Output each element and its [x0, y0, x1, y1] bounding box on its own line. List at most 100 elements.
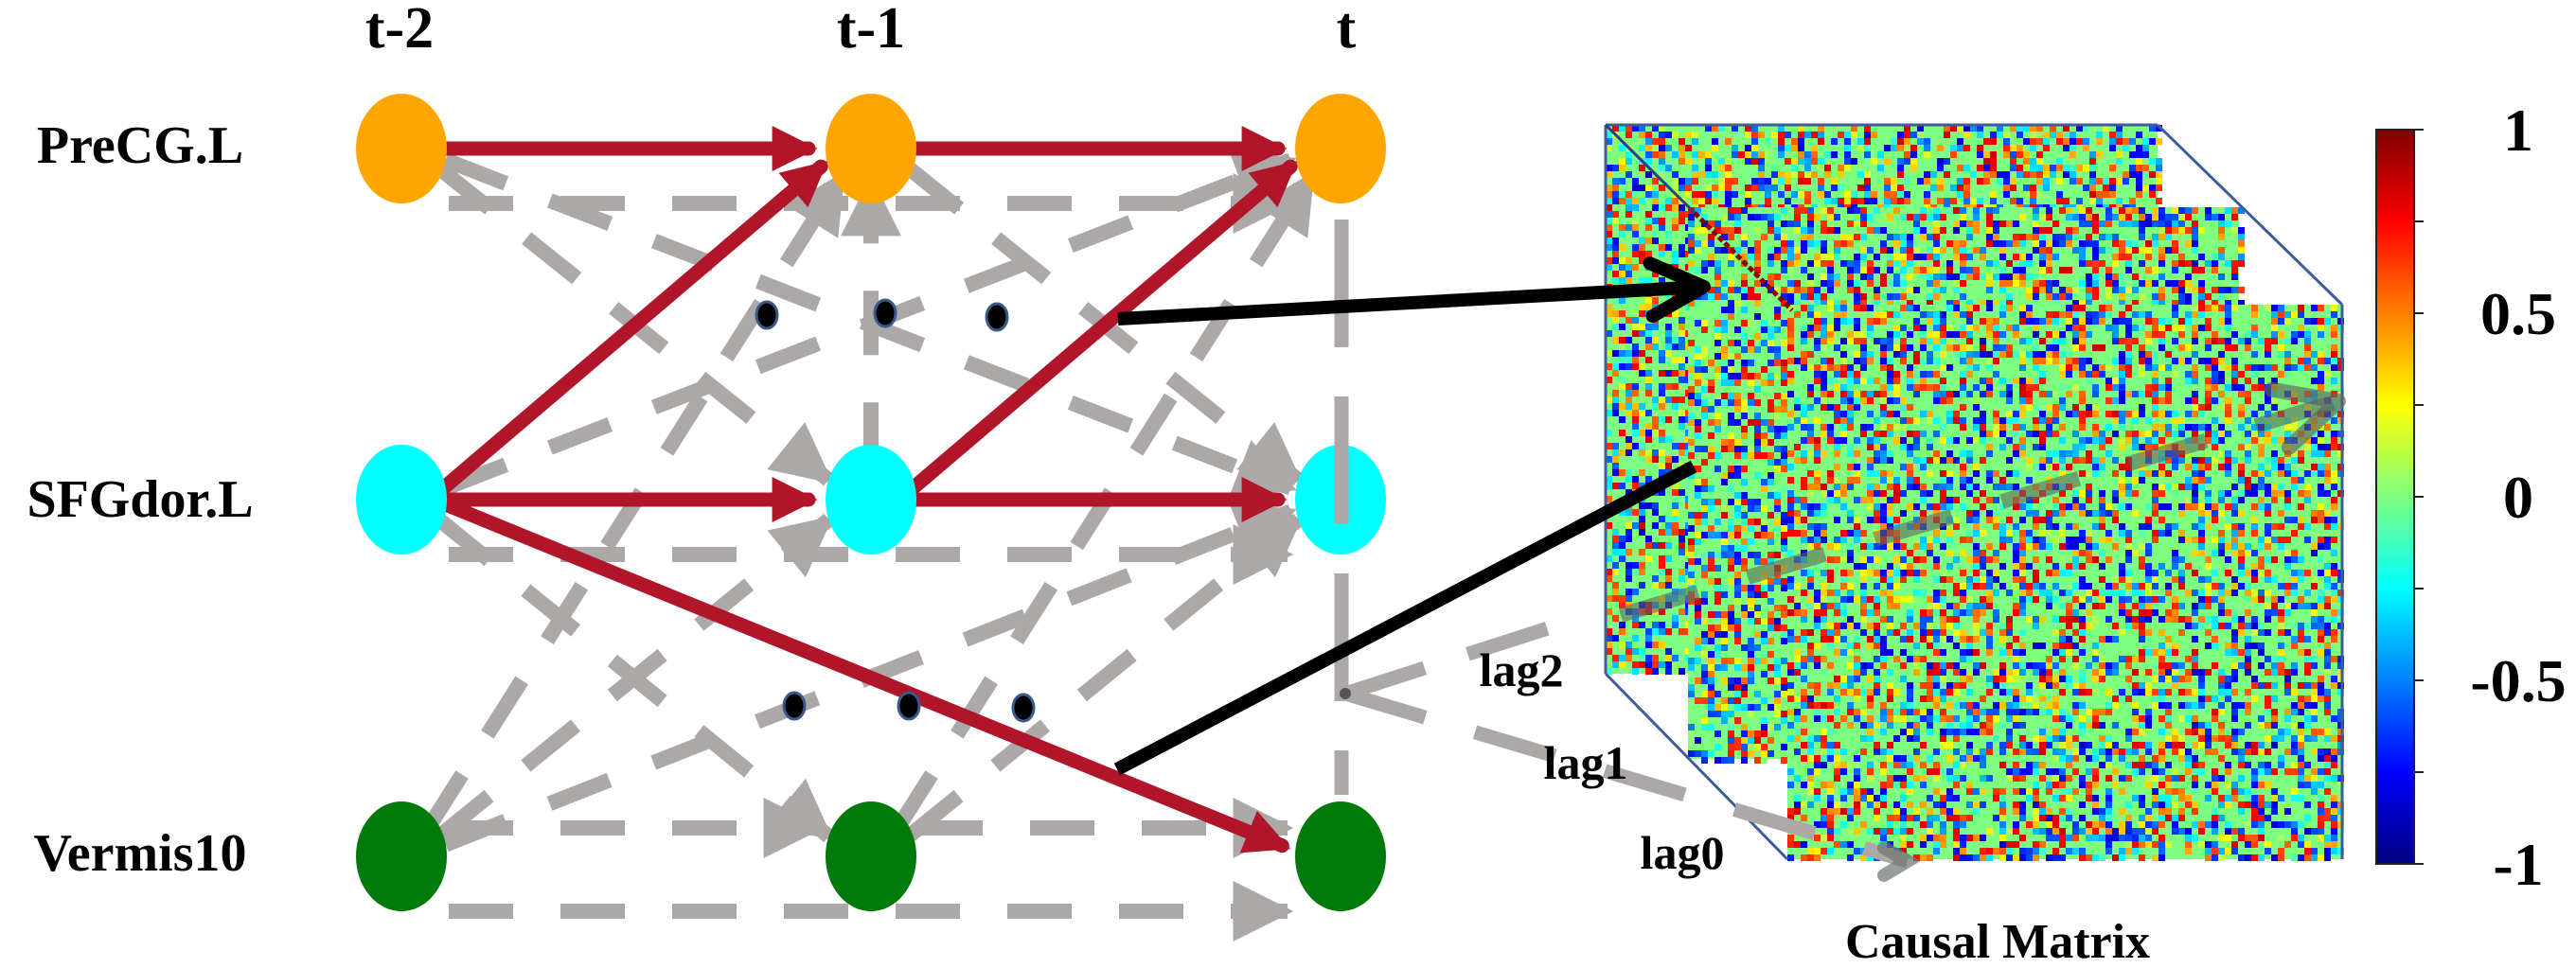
candidate-edge — [434, 513, 834, 843]
matrix-cell — [1685, 158, 1692, 165]
matrix-cell — [1874, 300, 1880, 307]
matrix-cell — [1768, 287, 1774, 293]
matrix-cell — [1937, 145, 1944, 151]
matrix-cell — [1652, 297, 1659, 304]
matrix-cell — [2205, 293, 2212, 300]
matrix-cell — [1679, 370, 1685, 377]
matrix-cell — [2142, 145, 2149, 151]
matrix-cell — [2010, 178, 2016, 185]
matrix-cell — [1692, 151, 1698, 158]
matrix-cell — [1741, 366, 1748, 373]
matrix-cell — [1900, 234, 1907, 240]
matrix-cell — [2172, 260, 2178, 267]
matrix-cell — [1774, 254, 1781, 260]
matrix-cell — [1990, 138, 1997, 145]
matrix-cell — [1708, 254, 1714, 260]
matrix-cell — [1950, 125, 1957, 132]
matrix-cell — [1701, 326, 1708, 333]
matrix-cell — [2109, 185, 2116, 191]
matrix-cell — [1818, 138, 1824, 145]
matrix-cell — [1672, 310, 1679, 317]
matrix-cell — [1867, 247, 1874, 254]
matrix-cell — [1953, 207, 1960, 214]
matrix-cell — [2132, 300, 2139, 307]
matrix-cell — [1910, 151, 1917, 158]
matrix-cell — [1748, 287, 1754, 293]
matrix-cell — [1897, 145, 1904, 151]
matrix-cell — [1734, 300, 1741, 307]
matrix-cell — [1963, 178, 1970, 185]
matrix-cell — [2198, 280, 2205, 287]
matrix-cell — [1679, 138, 1685, 145]
node-precg-l-t-1 — [826, 94, 916, 203]
matrix-cell — [1745, 198, 1751, 204]
matrix-cell — [1798, 145, 1804, 151]
matrix-cell — [2205, 207, 2212, 214]
matrix-cell — [2006, 220, 2013, 227]
matrix-cell — [1851, 125, 1857, 132]
matrix-cell — [1824, 191, 1831, 198]
matrix-cell — [1900, 280, 1907, 287]
matrix-cell — [1768, 227, 1774, 234]
matrix-cell — [1728, 307, 1734, 313]
matrix-cell — [1887, 214, 1893, 220]
matrix-cell — [2089, 171, 2096, 178]
matrix-cell — [2132, 280, 2139, 287]
matrix-cell — [1893, 254, 1900, 260]
matrix-cell — [1659, 350, 1665, 357]
matrix-cell — [1917, 132, 1924, 138]
matrix-cell — [2086, 240, 2092, 247]
matrix-cell — [1920, 234, 1927, 240]
matrix-cell — [1771, 171, 1778, 178]
matrix-cell — [1893, 234, 1900, 240]
matrix-cell — [1765, 198, 1771, 204]
matrix-cell — [1701, 234, 1708, 240]
matrix-cell — [1659, 158, 1665, 165]
matrix-cell — [1639, 430, 1645, 436]
matrix-cell — [1679, 297, 1685, 304]
matrix-cell — [1626, 509, 1632, 516]
matrix-cell — [1893, 260, 1900, 267]
matrix-cell — [1679, 185, 1685, 191]
matrix-cell — [1665, 271, 1672, 277]
matrix-cell — [2125, 207, 2132, 214]
matrix-cell — [1705, 171, 1712, 178]
matrix-cell — [1741, 326, 1748, 333]
matrix-cell — [1887, 300, 1893, 307]
matrix-cell — [1612, 589, 1619, 595]
matrix-cell — [2050, 165, 2056, 171]
matrix-cell — [1904, 125, 1910, 132]
matrix-cell — [1645, 211, 1652, 218]
matrix-cell — [1659, 469, 1665, 476]
matrix-cell — [1960, 247, 1966, 254]
matrix-cell — [2039, 247, 2046, 254]
matrix-cell — [1827, 254, 1834, 260]
matrix-cell — [1659, 569, 1665, 575]
matrix-cell — [1652, 343, 1659, 350]
matrix-cell — [1787, 247, 1794, 254]
matrix-cell — [1714, 267, 1721, 273]
matrix-cell — [2225, 300, 2231, 307]
matrix-cell — [2165, 280, 2172, 287]
matrix-cell — [1732, 191, 1738, 198]
matrix-cell — [1758, 191, 1765, 198]
matrix-cell — [1734, 353, 1741, 360]
matrix-cell — [1626, 132, 1632, 138]
matrix-cell — [2116, 132, 2123, 138]
matrix-cell — [1626, 204, 1632, 211]
matrix-cell — [1645, 628, 1652, 635]
matrix-cell — [1781, 340, 1787, 346]
matrix-cell — [2059, 240, 2066, 247]
matrix-cell — [1652, 423, 1659, 430]
matrix-cell — [1606, 575, 1612, 582]
nodes — [356, 94, 1386, 911]
matrix-cell — [1619, 403, 1626, 410]
matrix-cell — [1639, 582, 1645, 589]
matrix-cell — [2238, 240, 2245, 247]
matrix-cell — [1933, 227, 1940, 234]
matrix-cell — [2238, 260, 2245, 267]
matrix-cell — [2023, 138, 2030, 145]
matrix-cell — [1880, 227, 1887, 234]
matrix-cell — [2033, 293, 2039, 300]
matrix-cell — [1877, 151, 1884, 158]
